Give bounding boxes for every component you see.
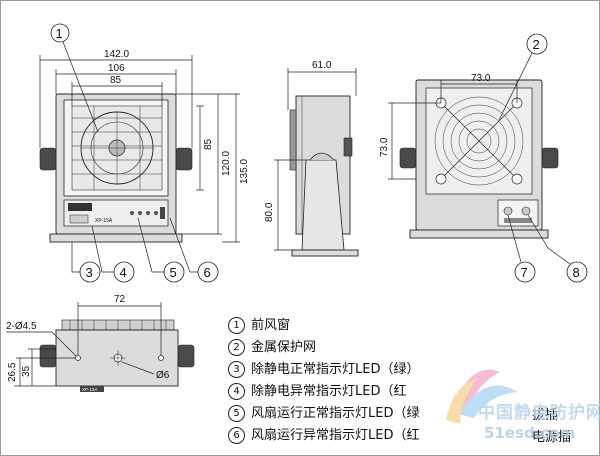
dim-front-width-body: 106 [108,63,125,74]
legend-item-6: 6 风扇运行异常指示灯LED（红 [228,426,419,446]
dim-rear-hole-w: 73.0 [471,73,491,84]
legend-item-number: 3 [228,361,245,378]
legend-item-number: 6 [228,427,245,444]
dim-front-height-window: 85 [203,138,214,150]
dim-front-height-overall: 135.0 [239,159,250,184]
callout-4: 4 [120,265,127,280]
callout-2: 2 [533,37,540,52]
dim-front-width-overall: 142.0 [104,49,129,60]
legend-item-number: 5 [228,405,245,422]
rear-right-knob [541,147,559,169]
bottom-right-knob [177,344,195,368]
legend-item-number: 2 [228,339,245,356]
bottom-left-knob [39,344,57,368]
callout-3: 3 [86,265,93,280]
callout-7: 7 [521,265,528,280]
power-switch [69,214,89,224]
legend-item-1: 1 前风窗 [228,316,290,336]
dim-bottom-hole-spacing: 72 [114,294,126,305]
watermark-url: 51esd.com [484,424,576,442]
mount-hole-right [158,355,164,361]
dim-front-height-body: 120.0 [221,151,232,176]
mount-hole-left [75,355,81,361]
dim-side-foot-height: 80.0 [264,202,275,222]
callout-6: 6 [204,265,211,280]
legend-item-4: 4 除静电异常指示灯LED（红 [228,382,406,402]
bottom-view: XP-15A 72 2-Ø4.5 Ø6 26.5 35 [6,294,195,392]
left-knob [39,147,57,171]
callout-8: 8 [573,265,580,280]
watermark-title: 中国静电防护网 [478,403,600,423]
dim-side-depth: 61.0 [312,60,332,71]
side-base [291,249,359,257]
front-view: XP-15A 142.0 106 85 85 120.0 1 3 5 [39,23,250,283]
led-3 [130,211,134,215]
legend-item-text: 金属保护网 [251,340,317,355]
svg-text:XP-15A: XP-15A [82,387,98,392]
dim-rear-hole-h: 73.0 [379,137,390,157]
watermark-logo [446,369,518,424]
dim-bottom-a: 26.5 [7,362,18,382]
dim-bottom-hole-spec: 2-Ø4.5 [6,321,37,332]
right-knob [175,147,193,171]
rear-base [409,229,549,239]
metal-guard [434,96,524,186]
legend-item-5: 5 风扇运行正常指示灯LED（绿 [228,404,419,424]
legend-item-3: 3 除静电正常指示灯LED（绿） [228,360,419,380]
front-base [49,233,183,243]
legend-item-text: 风扇运行异常指示灯LED（红 [251,428,420,443]
legend-extra-8: 电源插 [532,430,572,445]
model-label: XP-15A [95,218,113,224]
legend-item-text: 除静电异常指示灯LED（红 [251,384,407,399]
led-6 [154,211,158,215]
dim-bottom-center-hole: Ø6 [156,370,170,381]
rear-left-knob [399,147,417,169]
legend-item-number: 4 [228,383,245,400]
legend-item-text: 风扇运行正常指示灯LED（绿 [251,406,420,421]
legend-extra-7: 拔插 [532,408,559,423]
legend-item-text: 除静电正常指示灯LED（绿） [251,362,420,377]
legend-item-2: 2 金属保护网 [228,338,316,358]
callout-5: 5 [170,265,177,280]
dim-front-width-window: 85 [110,75,122,86]
model-badge [68,203,92,211]
callout-1: 1 [56,26,63,41]
dim-bottom-b: 35 [21,365,32,377]
side-view: 61.0 80.0 [264,60,359,257]
rear-view: 73.0 73.0 2 7 8 [379,33,588,283]
legend-item-number: 1 [228,317,245,334]
led-5 [146,211,150,215]
legend-item-text: 前风窗 [251,318,291,333]
led-4 [138,211,142,215]
